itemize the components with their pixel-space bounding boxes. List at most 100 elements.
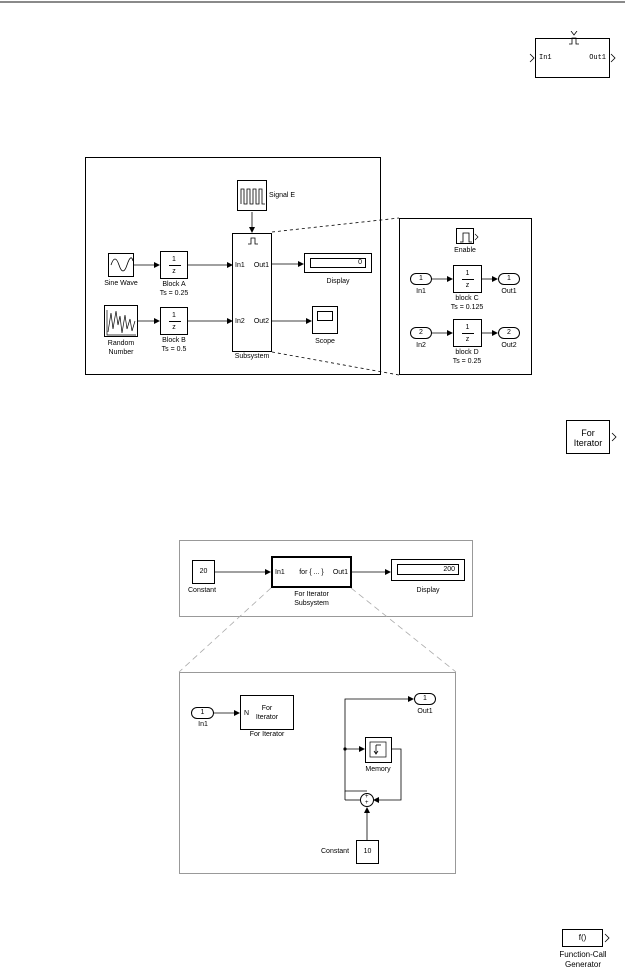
- block-b-fraction-bar: [169, 321, 181, 322]
- subsystem-label: Subsystem: [234, 353, 270, 360]
- detail-out2-port[interactable]: 2: [498, 327, 520, 339]
- enable-pulse-icon: [248, 237, 258, 245]
- enabled-model-frame: [85, 157, 381, 375]
- for-detail-out1-port[interactable]: 1: [414, 693, 436, 705]
- block-a-den: z: [172, 268, 176, 275]
- fcg-label-2: Generator: [564, 960, 602, 969]
- for-detail-in1-port[interactable]: 1: [191, 707, 214, 719]
- for-detail-out1-number: 1: [423, 695, 427, 702]
- sum-sign-1: +: [365, 794, 369, 800]
- block-c-num: 1: [465, 270, 470, 277]
- block-b-label: Block B: [162, 337, 186, 344]
- constant-20-value: 20: [199, 568, 208, 575]
- block-c[interactable]: 1 z: [453, 265, 482, 293]
- for-sub-label-1: For Iterator: [294, 591, 329, 598]
- pulse-train-icon: [240, 188, 265, 205]
- enable-label: Enable: [454, 247, 476, 254]
- detail-in1-number: 1: [419, 275, 423, 282]
- detail-out1-number: 1: [507, 275, 511, 282]
- function-call-generator-block[interactable]: f(): [562, 929, 603, 947]
- block-d[interactable]: 1 z: [453, 319, 482, 347]
- sine-wave-label: Sine Wave: [104, 280, 138, 287]
- constant-10-block[interactable]: 10: [356, 840, 379, 864]
- for-detail-out1-label: Out1: [417, 708, 433, 715]
- for-model-frame: [179, 540, 473, 617]
- block-b-ts: Ts = 0.5: [161, 346, 187, 353]
- for-sub-in: In1: [275, 569, 285, 576]
- display-readout: 0: [310, 258, 366, 268]
- block-b-den: z: [172, 324, 176, 331]
- subsystem-out2: Out2: [253, 318, 269, 325]
- enable-port-block[interactable]: [456, 228, 479, 244]
- block-d-label: block D: [455, 349, 479, 356]
- for-iterator-block[interactable]: N For Iterator: [240, 695, 294, 730]
- memory-icon: [369, 741, 387, 758]
- constant-20-label: Constant: [188, 587, 217, 594]
- icon-in-label: In1: [539, 54, 552, 62]
- constant-10-label: Constant: [321, 848, 350, 855]
- constant-20-block[interactable]: 20: [192, 560, 215, 584]
- subsystem-in1: In1: [235, 262, 245, 269]
- block-d-num: 1: [465, 324, 470, 331]
- enable-pulse-icon: [569, 31, 579, 45]
- enabled-subsystem-icon[interactable]: In1 Out1: [535, 31, 610, 78]
- enabled-subsystem-block[interactable]: In1 Out1 In2 Out2: [232, 233, 272, 352]
- for-iterator-icon[interactable]: For Iterator: [566, 420, 610, 454]
- block-a-ts: Ts = 0.25: [159, 290, 189, 297]
- block-c-den: z: [465, 282, 470, 289]
- block-b[interactable]: 1 z: [160, 307, 188, 335]
- sum-block[interactable]: + +: [360, 793, 374, 807]
- block-c-ts: Ts = 0.125: [450, 304, 484, 311]
- detail-in1-label: In1: [416, 288, 426, 295]
- for-icon-line1: For: [581, 428, 595, 438]
- display-label: Display: [326, 278, 350, 285]
- random-number-block[interactable]: [104, 305, 138, 337]
- random-number-label-2: Number: [108, 349, 134, 356]
- for-detail-in1-label: In1: [198, 721, 208, 728]
- detail-out1-port[interactable]: 1: [498, 273, 520, 285]
- signal-e-label: Signal E: [269, 192, 296, 199]
- scope-label: Scope: [315, 338, 335, 345]
- for-iterator-port-n: N: [244, 710, 250, 717]
- subsystem-in2: In2: [235, 318, 245, 325]
- detail-out2-label: Out2: [501, 342, 517, 349]
- for-sub-out: Out1: [332, 569, 348, 576]
- constant-10-value: 10: [363, 848, 372, 855]
- display-value: 0: [358, 259, 362, 266]
- for-iterator-subsystem-block[interactable]: In1 for { ... } Out1: [271, 556, 352, 588]
- random-number-label-1: Random: [107, 340, 135, 347]
- display-200-label: Display: [416, 587, 440, 594]
- sine-wave-block[interactable]: [108, 253, 134, 277]
- block-c-fraction-bar: [462, 279, 474, 280]
- for-icon-port: [611, 432, 617, 442]
- block-a-num: 1: [172, 256, 176, 263]
- for-iterator-label: For Iterator: [249, 731, 285, 738]
- block-a[interactable]: 1 z: [160, 251, 188, 279]
- for-iterator-text-1: For: [261, 705, 273, 712]
- detail-in1-port[interactable]: 1: [410, 273, 432, 285]
- memory-block[interactable]: [365, 737, 392, 763]
- detail-in2-port[interactable]: 2: [410, 327, 432, 339]
- page-top-rule: [0, 1, 625, 3]
- display-200-block[interactable]: 200: [391, 559, 465, 581]
- for-sub-body: for { ... }: [299, 569, 324, 576]
- enabled-detail-frame: [399, 218, 532, 375]
- detail-out2-number: 2: [507, 329, 511, 336]
- block-d-fraction-bar: [462, 333, 474, 334]
- for-iterator-text-2: Iterator: [255, 714, 279, 721]
- signal-e-block[interactable]: [237, 180, 267, 211]
- display-block[interactable]: 0: [304, 253, 372, 273]
- random-signal-icon: [106, 310, 136, 336]
- detail-in2-number: 2: [419, 329, 423, 336]
- block-b-num: 1: [172, 312, 176, 319]
- sum-sign-2: +: [365, 800, 369, 806]
- fcg-text: f(): [578, 933, 587, 942]
- detail-in2-label: In2: [416, 342, 426, 349]
- for-sub-label-2: Subsystem: [294, 600, 329, 607]
- icon-ports: [529, 53, 616, 63]
- scope-block[interactable]: [312, 306, 338, 334]
- block-a-label: Block A: [162, 281, 186, 288]
- sine-wave-icon: [110, 257, 133, 272]
